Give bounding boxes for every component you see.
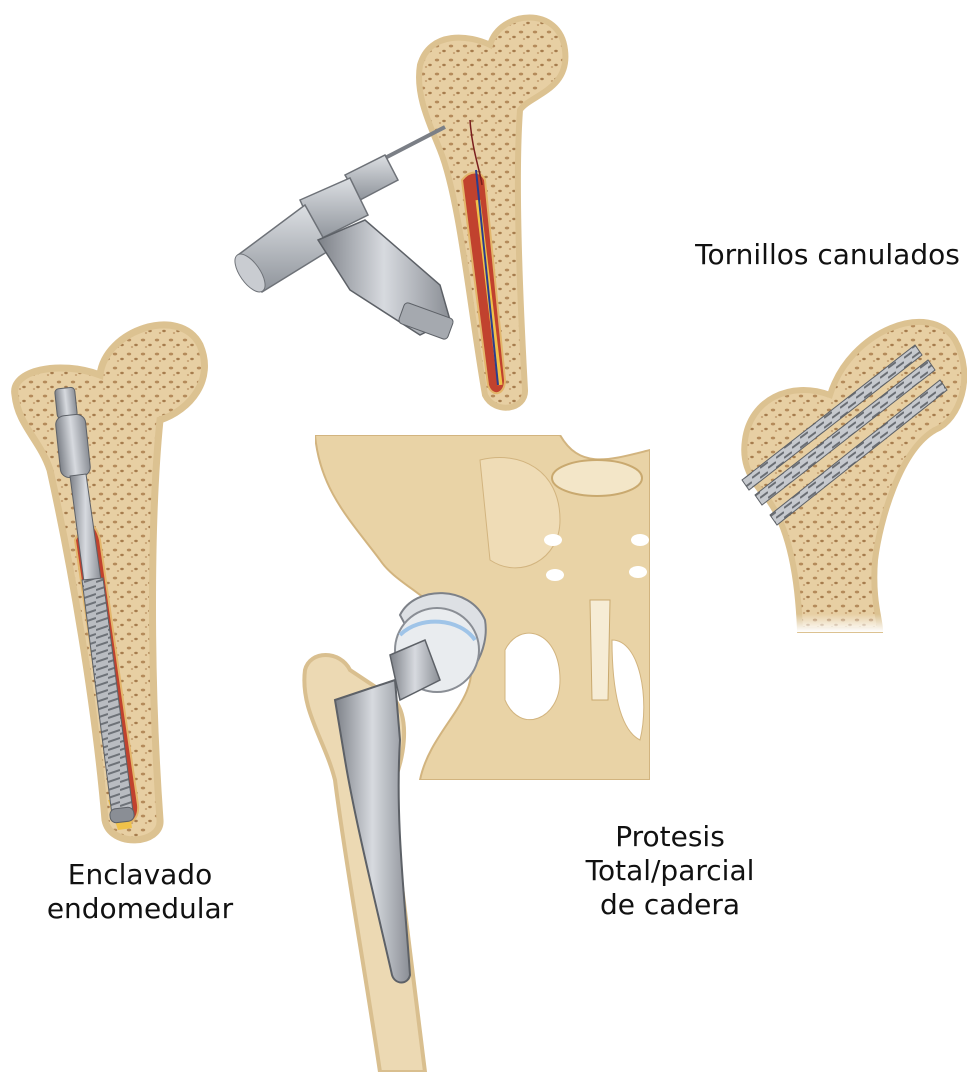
femur-nail-illustration xyxy=(15,325,205,840)
label-protesis-line-3: de cadera xyxy=(560,888,780,922)
label-tornillos-text: Tornillos canulados xyxy=(690,238,965,272)
label-enclavado-line-1: Enclavado xyxy=(20,858,260,892)
label-enclavado-endomedular: Enclavado endomedular xyxy=(20,858,260,926)
label-tornillos-canulados: Tornillos canulados xyxy=(690,238,965,272)
hip-prosthesis-illustration xyxy=(304,435,650,1072)
label-protesis-line-1: Protesis xyxy=(560,820,780,854)
label-enclavado-line-2: endomedular xyxy=(20,892,260,926)
femur-icon xyxy=(419,18,565,408)
label-protesis-cadera: Protesis Total/parcial de cadera xyxy=(560,820,780,922)
drill-icon xyxy=(229,127,454,340)
femur-screws-illustration xyxy=(742,322,964,632)
femur-drilling-illustration xyxy=(229,18,565,408)
label-protesis-line-2: Total/parcial xyxy=(560,854,780,888)
